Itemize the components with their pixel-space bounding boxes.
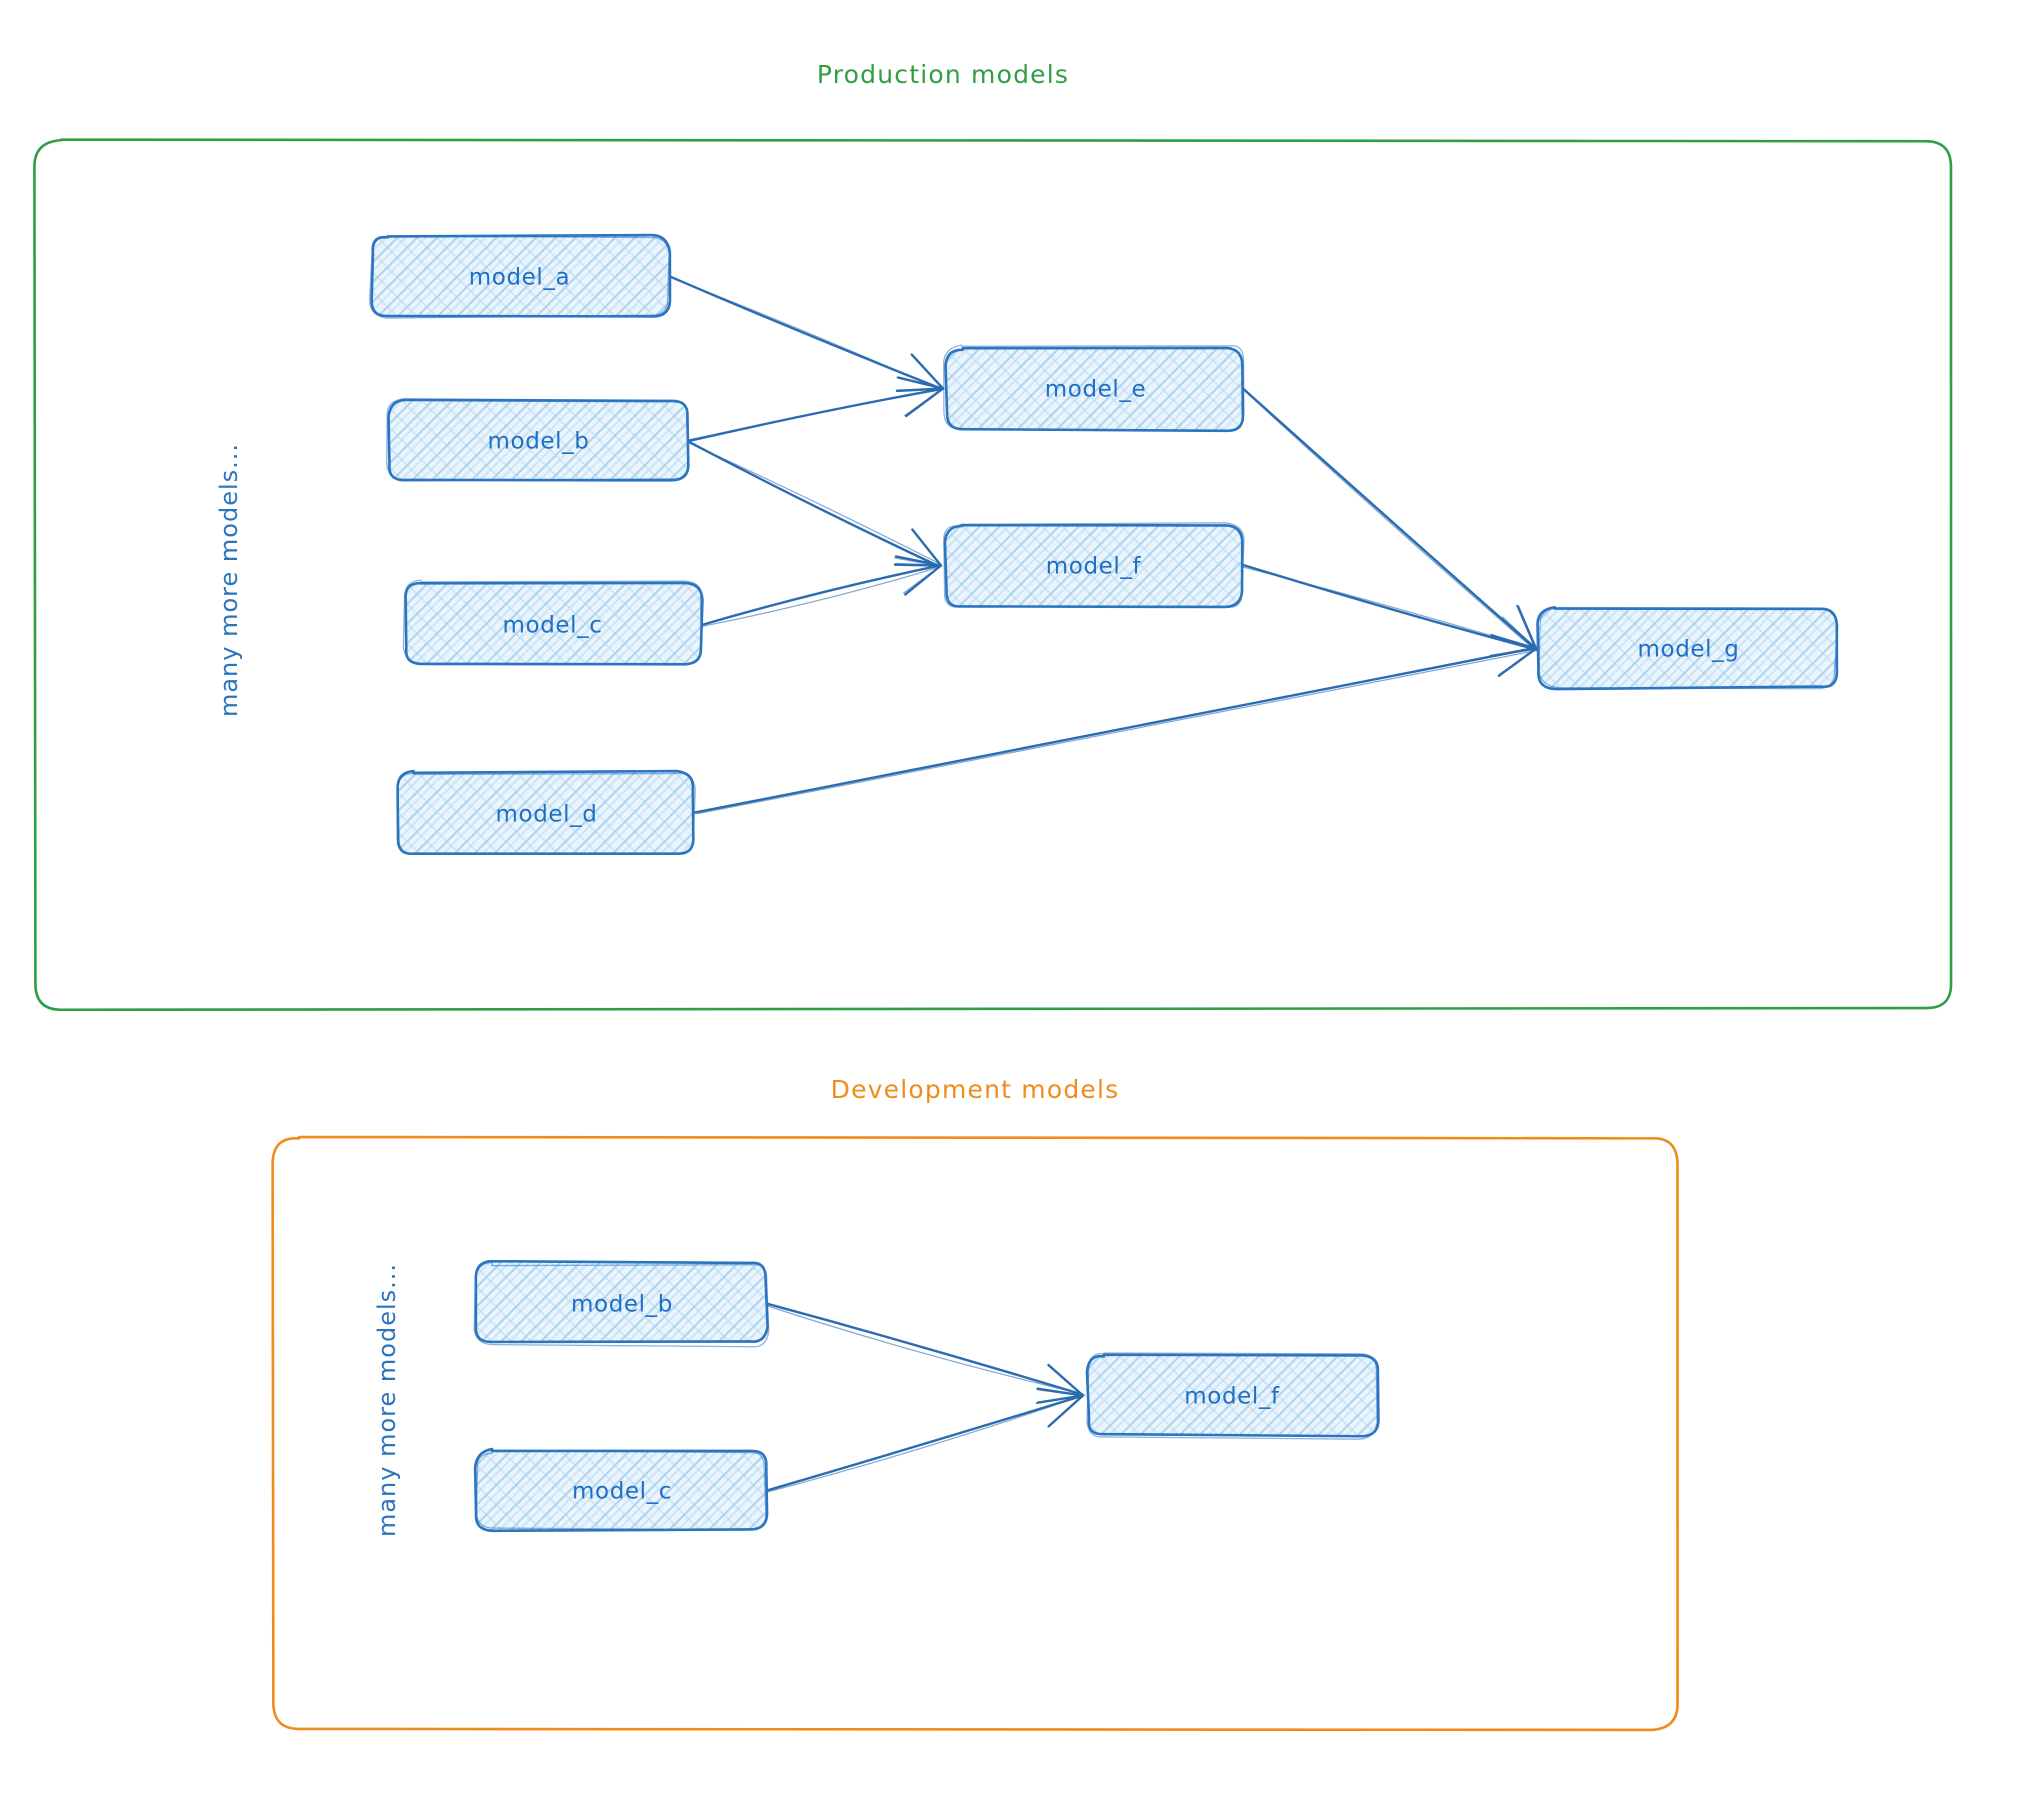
group-container-production	[33, 138, 1953, 1012]
side-label-development: many more models...	[373, 1263, 401, 1537]
node-prod_model_a[interactable]: model_a	[368, 233, 672, 319]
node-prod_model_f[interactable]: model_f	[943, 522, 1245, 609]
group-container-development	[271, 1135, 1679, 1732]
edge-dev_model_c-to-dev_model_f	[764, 1387, 1086, 1493]
node-prod_model_e[interactable]: model_e	[943, 344, 1245, 433]
node-label: model_g	[1638, 637, 1740, 663]
node-label: model_b	[571, 1292, 673, 1318]
node-label: model_b	[488, 429, 590, 455]
edge-prod_model_d-to-prod_model_g	[693, 636, 1538, 815]
edge-prod_model_a-to-prod_model_e	[666, 274, 945, 393]
node-prod_model_c[interactable]: model_c	[402, 579, 704, 666]
node-label: model_e	[1045, 377, 1146, 403]
node-prod_model_d[interactable]: model_d	[396, 769, 696, 856]
node-dev_model_c[interactable]: model_c	[473, 1447, 769, 1533]
group-title-production: Production models	[817, 60, 1069, 89]
edge-dev_model_b-to-dev_model_f	[764, 1302, 1085, 1404]
edge-prod_model_b-to-prod_model_e	[684, 376, 945, 443]
node-label: model_d	[496, 802, 598, 828]
edge-prod_model_c-to-prod_model_f	[698, 555, 943, 628]
group-title-development: Development models	[831, 1075, 1120, 1104]
edge-prod_model_e-to-prod_model_g	[1241, 386, 1538, 651]
side-label-production: many more models...	[215, 443, 243, 717]
node-label: model_c	[572, 1479, 672, 1505]
node-dev_model_f[interactable]: model_f	[1085, 1352, 1380, 1440]
node-label: model_c	[503, 613, 603, 639]
node-dev_model_b[interactable]: model_b	[473, 1259, 770, 1348]
node-label: model_a	[469, 265, 570, 291]
node-prod_model_g[interactable]: model_g	[1536, 606, 1839, 691]
node-label: model_f	[1184, 1384, 1280, 1410]
node-label: model_f	[1046, 554, 1142, 580]
edge-prod_model_b-to-prod_model_f	[685, 440, 943, 568]
node-prod_model_b[interactable]: model_b	[386, 397, 690, 482]
